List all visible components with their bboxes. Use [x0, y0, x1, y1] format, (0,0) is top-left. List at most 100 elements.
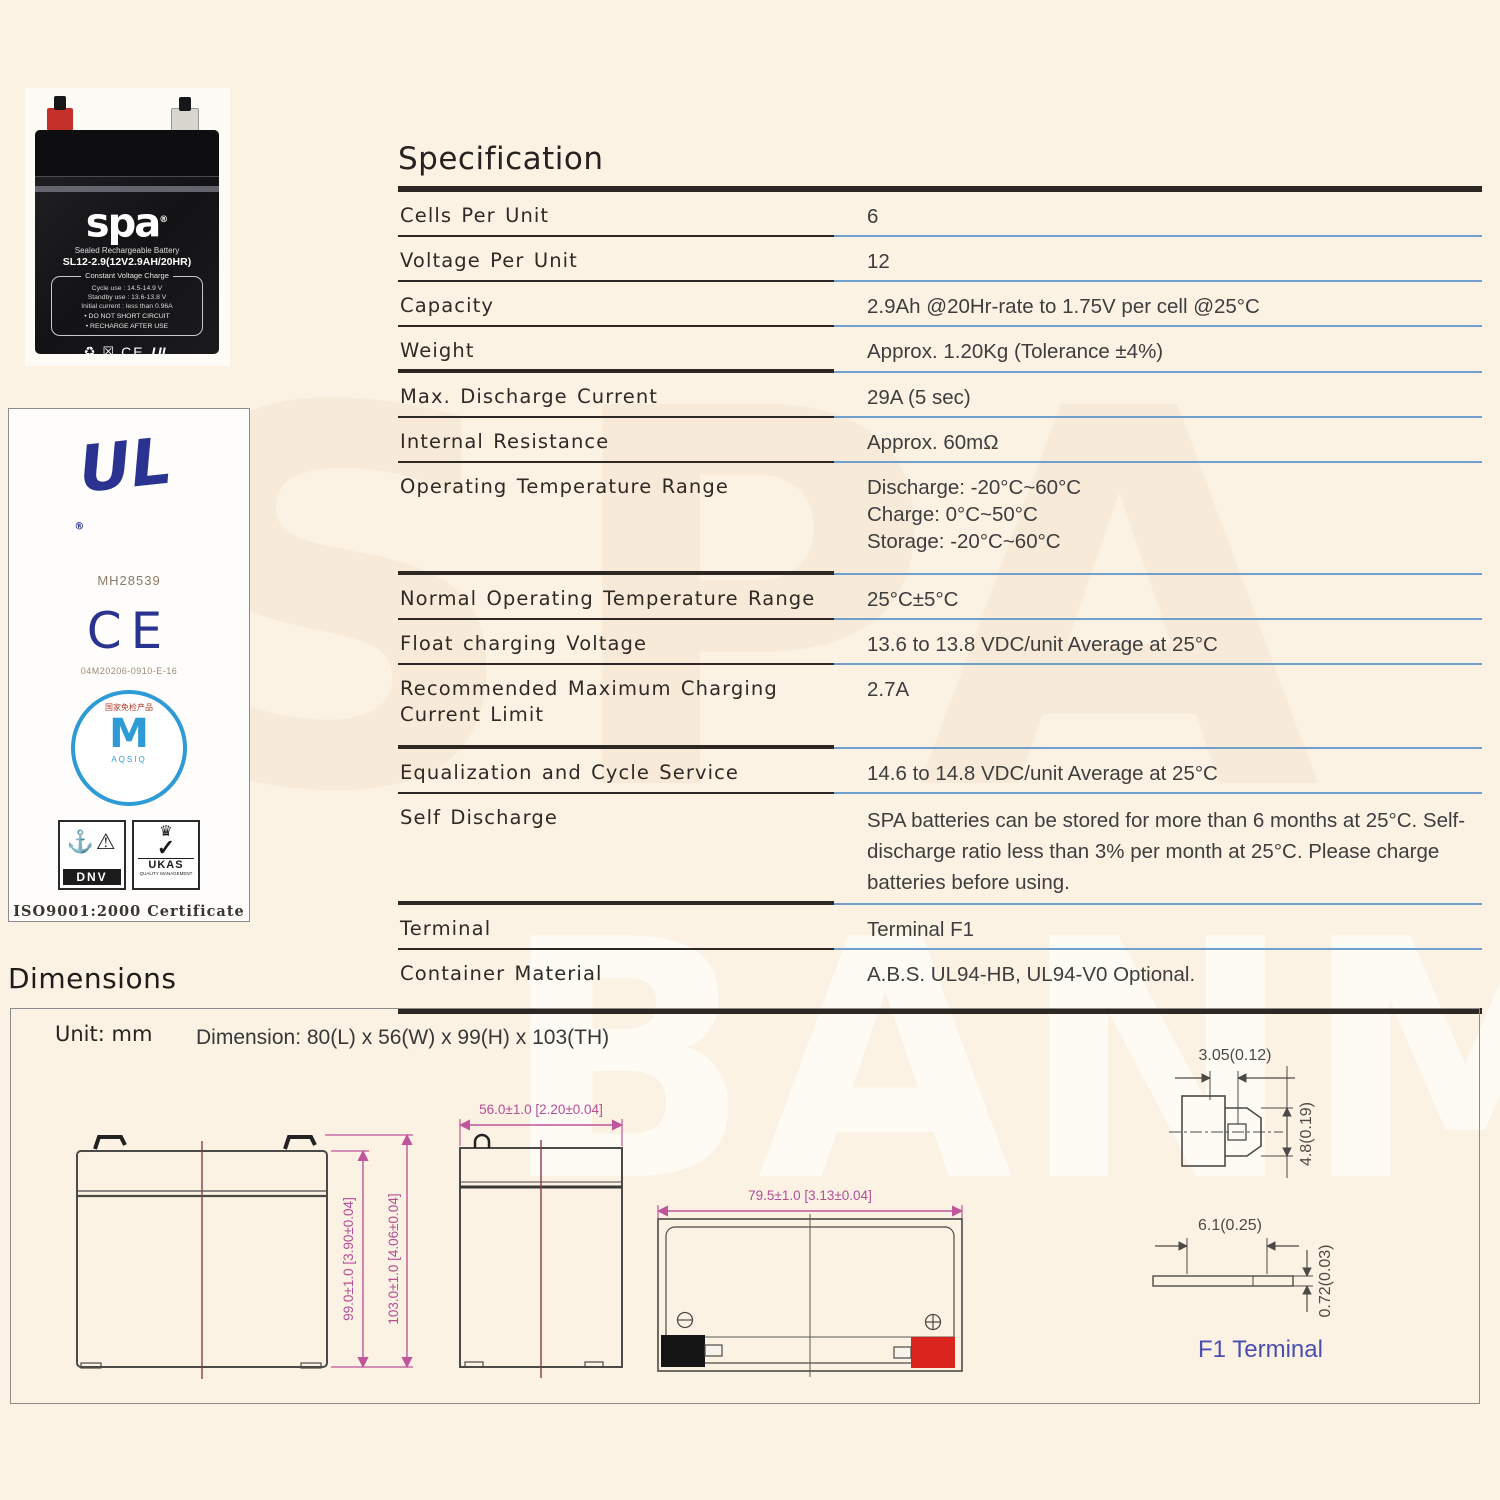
iso-certificate-text: ISO9001:2000 Certificate [13, 903, 245, 920]
ukas-subtitle: QUALITY MANAGEMENT [139, 871, 193, 876]
spec-label: Equalization and Cycle Service [398, 749, 834, 794]
battery-front-label: spa® Sealed Rechargeable Battery SL12-2.… [49, 200, 205, 360]
spec-value: 25°C±5°C [834, 575, 1482, 620]
spec-value: 2.7A [834, 665, 1482, 749]
spec-row-equalization-cycle-service: Equalization and Cycle Service 14.6 to 1… [398, 749, 1482, 794]
spec-value: Terminal F1 [834, 905, 1482, 950]
spec-row-self-discharge: Self Discharge SPA batteries can be stor… [398, 794, 1482, 905]
spec-label: Self Discharge [398, 794, 834, 905]
terminal-icon [93, 1135, 127, 1150]
ce-logo: CE [86, 602, 172, 660]
unit-label: Unit: mm [55, 1022, 153, 1046]
spec-value: 2.9Ah @20Hr-rate to 1.75V per cell @25°C [834, 282, 1482, 327]
spec-label: Max. Discharge Current [398, 373, 834, 418]
spec-row-max-discharge-current: Max. Discharge Current 29A (5 sec) [398, 373, 1482, 418]
height-dimension-label: 99.0±1.0 [3.90±0.04] [341, 1197, 356, 1321]
charge-line: Initial current : less than 0.96A [81, 303, 173, 311]
spec-label: Operating Temperature Range [398, 463, 834, 575]
spec-label: Container Material [400, 962, 603, 985]
check-icon: ✓ [156, 835, 176, 860]
spec-row-operating-temperature-range: Operating Temperature Range Discharge: -… [398, 463, 1482, 575]
terminal-tab-icon [179, 97, 191, 111]
overall-dimension-label: Dimension: 80(L) x 56(W) x 99(H) x 103(T… [196, 1026, 610, 1049]
registered-mark: ® [159, 215, 169, 225]
temp-range-line: Discharge: -20°C~60°C [867, 476, 1082, 499]
ce-certificate-number: 04M20206-0910-E-16 [80, 666, 178, 676]
terminal-tab-icon [54, 96, 66, 110]
spec-row-voltage-per-unit: Voltage Per Unit 12 [398, 237, 1482, 282]
front-view-drawing: 99.0±1.0 [3.90±0.04] 103.0±1.0 [4.06±0.0… [76, 1133, 413, 1379]
spec-label: Cells Per Unit [398, 192, 834, 237]
spec-value: SPA batteries can be stored for more tha… [834, 794, 1482, 905]
f1-terminal-drawing: 3.05(0.12) 4.8(0.19) 6.1(0.25) 0.72(0.03… [1152, 1047, 1334, 1318]
warning-line: • RECHARGE AFTER USE [85, 323, 169, 331]
spec-label: Weight [398, 327, 834, 373]
spec-label: Normal Operating Temperature Range [398, 575, 834, 620]
dimensions-title: Dimensions [8, 962, 177, 995]
ul-logo: UL® [2, 419, 255, 583]
crown-icon: ♛ [159, 823, 173, 840]
terminal-blade-icon [704, 1344, 723, 1357]
spec-row-float-charging-voltage: Float charging Voltage 13.6 to 13.8 VDC/… [398, 620, 1482, 665]
spec-value: Approx. 1.20Kg (Tolerance ±4%) [834, 327, 1482, 373]
battery-reflection-stripe [35, 186, 219, 192]
specification-section: Specification Cells Per Unit 6 Voltage P… [398, 141, 1482, 1014]
spec-value: Discharge: -20°C~60°C Charge: 0°C~50°C S… [834, 463, 1482, 575]
ul-file-number: MH28539 [97, 573, 161, 588]
spec-row-internal-resistance: Internal Resistance Approx. 60mΩ [398, 418, 1482, 463]
pb-bin-icon: ☒ [102, 344, 115, 360]
blade-thickness-label: 0.72(0.03) [1317, 1245, 1334, 1318]
spec-value: 12 [834, 237, 1482, 282]
battery-model: SL12-2.9(12V2.9AH/20HR) [62, 256, 192, 269]
ukas-logo: ♛ ✓ UKAS QUALITY MANAGEMENT [132, 820, 200, 890]
charge-line: Cycle use : 14.5-14.9 V [91, 285, 163, 293]
spec-value: Approx. 60mΩ [834, 418, 1482, 463]
terminal-blade-icon [893, 1346, 912, 1359]
aqsiq-badge: 国家免检产品 M AQSIQ [71, 690, 187, 806]
title-rule [398, 186, 1482, 192]
blade-side-view [1152, 1275, 1294, 1287]
terminal-flange [1181, 1095, 1226, 1167]
width-dimension-label: 56.0±1.0 [2.20±0.04] [479, 1102, 603, 1117]
aqsiq-chinese-text: 国家免检产品 [105, 703, 153, 712]
spec-value: 6 [834, 192, 1482, 237]
vent-cap-icon [676, 1311, 694, 1329]
blade-height-label: 4.8(0.19) [1298, 1102, 1315, 1166]
spa-logo: spa® [85, 200, 169, 247]
spec-value: 14.6 to 14.8 VDC/unit Average at 25°C [834, 749, 1482, 794]
label-certification-marks: ♻ ☒ CE UL [49, 344, 205, 360]
top-view-drawing: 79.5±1.0 [3.13±0.04] [656, 1188, 964, 1377]
charge-spec-box: Constant Voltage Charge Cycle use : 14.5… [51, 271, 203, 337]
terminal-icon [473, 1133, 491, 1148]
battery-subtitle: Sealed Rechargeable Battery [74, 246, 180, 256]
dimensions-box [10, 1008, 1480, 1404]
spec-row-cells-per-unit: Cells Per Unit 6 [398, 192, 1482, 237]
specification-title: Specification [398, 141, 604, 177]
temp-range-line: Storage: -20°C~60°C [867, 530, 1061, 553]
aqsiq-acronym: AQSIQ [111, 755, 147, 764]
spec-label: Terminal [398, 905, 834, 950]
f1-terminal-label: F1 Terminal [1198, 1336, 1323, 1363]
spec-label: Capacity [398, 282, 834, 327]
spec-label: Voltage Per Unit [398, 237, 834, 282]
negative-terminal-block [661, 1335, 705, 1367]
vent-cap-icon [924, 1313, 942, 1331]
battery-negative-terminal [47, 96, 73, 132]
positive-terminal-block [911, 1337, 955, 1368]
dnv-logo: ⚓⚠ DNV [58, 820, 126, 890]
registered-mark: ® [73, 520, 85, 533]
recycle-icon: ♻ [83, 344, 96, 360]
dnv-label: DNV [63, 869, 121, 885]
spec-value: 13.6 to 13.8 VDC/unit Average at 25°C [834, 620, 1482, 665]
spec-row-capacity: Capacity 2.9Ah @20Hr-rate to 1.75V per c… [398, 282, 1482, 327]
table-bottom-rule [398, 1008, 1482, 1014]
charge-box-title: Constant Voltage Charge [81, 271, 173, 281]
spec-row-container-material: Container Material A.B.S. UL94-HB, UL94-… [398, 950, 1482, 994]
battery-product-photo: spa® Sealed Rechargeable Battery SL12-2.… [25, 88, 230, 366]
spec-row-normal-operating-temperature-range: Normal Operating Temperature Range 25°C±… [398, 575, 1482, 620]
temp-range-line: Charge: 0°C~50°C [867, 503, 1038, 526]
ce-mark-small: CE [121, 344, 145, 361]
spec-label: Recommended Maximum Charging Current Lim… [398, 665, 834, 749]
spec-row-recommended-max-charging-current: Recommended Maximum Charging Current Lim… [398, 665, 1482, 749]
length-dimension-label: 79.5±1.0 [3.13±0.04] [748, 1188, 872, 1203]
